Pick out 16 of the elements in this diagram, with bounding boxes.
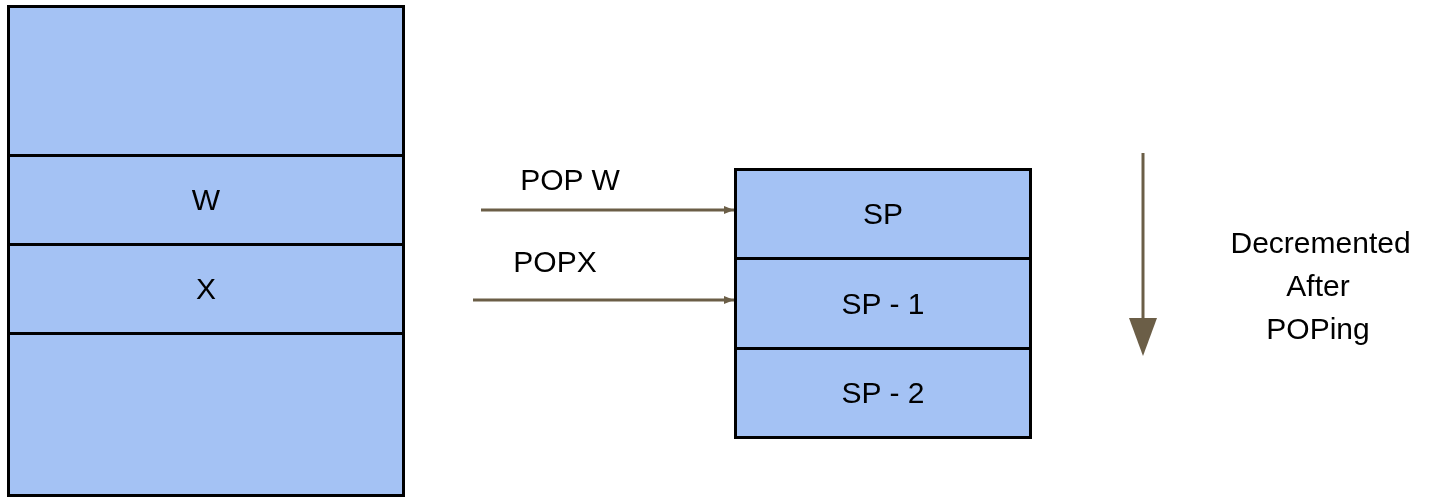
- stack-cell: [734, 257, 1032, 350]
- stack-cell: [734, 168, 1032, 260]
- cell-text: X: [196, 272, 216, 306]
- stack-cell: [7, 243, 405, 335]
- arrow: [473, 296, 734, 304]
- edge-label: POP W: [520, 163, 620, 197]
- stack-cell: [7, 154, 405, 246]
- cell-text: SP - 2: [841, 376, 925, 410]
- cell-text: SP - 1: [841, 286, 925, 321]
- edge-label: POPX: [513, 245, 597, 279]
- cell-text: SP: [863, 197, 903, 231]
- stack-cell: [734, 347, 1032, 439]
- empty-stack-cell: [7, 5, 405, 157]
- cell-text: W: [191, 183, 221, 217]
- empty-stack-cell: [7, 332, 405, 497]
- arrow: [481, 206, 734, 214]
